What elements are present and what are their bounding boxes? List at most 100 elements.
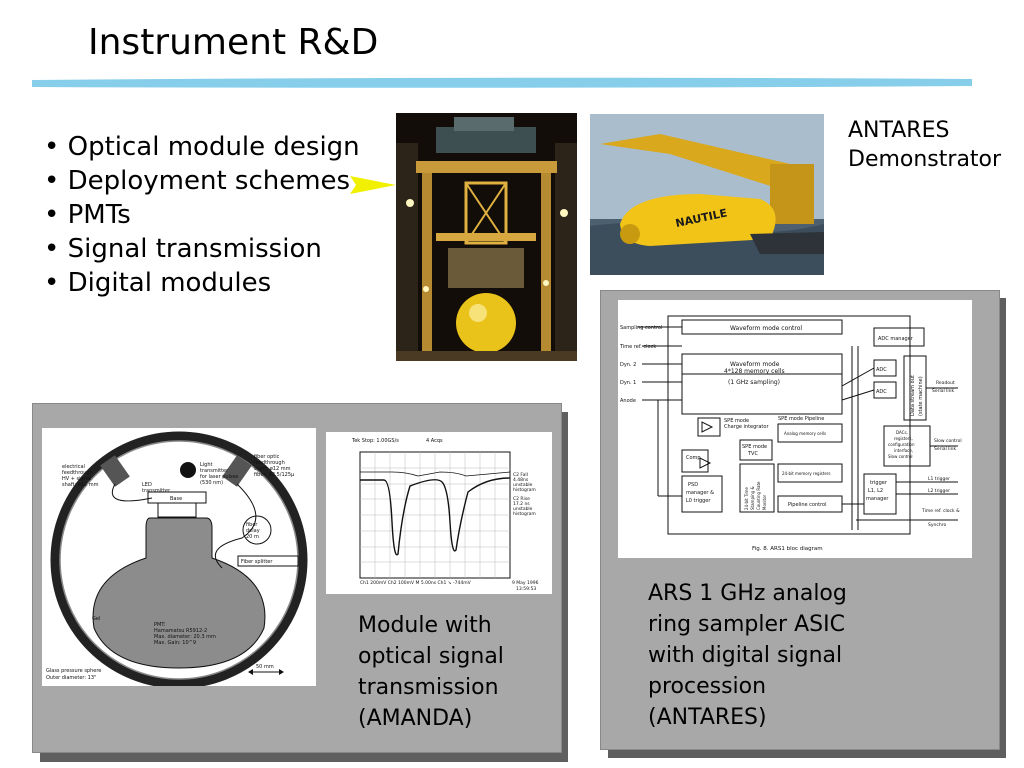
ars-block-label: TVC xyxy=(747,451,758,457)
module-label: Outer diameter: 13" xyxy=(46,675,96,681)
ars-block-label: ADC xyxy=(876,367,887,373)
module-label: fiber optic xyxy=(254,454,280,460)
ars-output-label: Readout xyxy=(936,380,955,386)
ars-block-label: Pipeline control xyxy=(788,502,827,508)
module-label: Light xyxy=(200,462,213,468)
module-label: electrical xyxy=(62,464,85,470)
ars-block-label: Waveform mode xyxy=(730,361,780,368)
deployment-photo xyxy=(396,113,577,361)
ars-block-label: registers, xyxy=(894,436,913,441)
module-label: Base xyxy=(170,496,182,502)
module-label: Max. diameter: 20.3 mm xyxy=(154,634,216,640)
ars-block-label: ADC xyxy=(876,389,887,395)
scope-label: histogram xyxy=(513,511,536,517)
scope-label: unstable xyxy=(513,506,533,512)
module-label: for laser pulses xyxy=(200,474,239,480)
caption-line: (AMANDA) xyxy=(358,706,473,731)
caption-line: optical signal xyxy=(358,644,504,669)
module-label: 50 mm xyxy=(256,664,274,670)
ars-output-label: Slow control xyxy=(934,438,962,444)
module-label: shaft: ø12 mm xyxy=(254,466,291,472)
ars-block-label: SPE mode xyxy=(742,444,767,450)
ars-block-label: trigger xyxy=(870,480,888,486)
list-item: Signal transmission xyxy=(44,232,360,266)
ars-block-label: manager & xyxy=(686,490,714,496)
page-title: Instrument R&D xyxy=(88,22,379,63)
module-label: feedthrough xyxy=(62,470,93,476)
ars-block-label: DACs, xyxy=(896,430,908,435)
module-label: Fiber splitter xyxy=(241,559,273,565)
module-label: shaft: ø12 mm xyxy=(62,482,99,488)
module-label: (530 nm) xyxy=(200,480,223,486)
scope-label: unstable xyxy=(513,482,533,488)
topic-list: Optical module design Deployment schemes… xyxy=(44,130,360,300)
demonstrator-label-line: Demonstrator xyxy=(848,147,1002,172)
ars-block-label: Monitor xyxy=(762,494,767,510)
scope-label: C2 Rise xyxy=(513,496,530,502)
ars-block-label: Counting Rate xyxy=(756,481,761,510)
ars-block-label: Analog memory cells xyxy=(784,431,826,436)
ars-block-label: L1, L2 xyxy=(868,488,883,494)
ars-block-label: Slow control xyxy=(888,454,913,459)
list-item: Deployment schemes xyxy=(44,164,360,198)
ars-input-label: Anode xyxy=(620,398,636,404)
ars-block-label: 4*128 memory cells xyxy=(724,368,785,375)
ars-block-diagram: Sampling control Time ref. clock Dyn. 2 … xyxy=(618,300,972,558)
scope-footer: Ch1 200mV Ch2 100mV M 5.00ns Ch1 ↘ -744m… xyxy=(360,580,472,586)
scope-acqs: 4 Acqs xyxy=(426,438,443,444)
module-label: HV + signal xyxy=(62,476,91,482)
module-label: fiber xyxy=(246,522,258,528)
ars-block-label: manager xyxy=(866,496,889,502)
module-label: Gel xyxy=(92,616,100,622)
ars-block-label: Waveform mode control xyxy=(730,325,802,332)
scope-time: 13:59:53 xyxy=(516,586,536,592)
module-label: transmitter xyxy=(142,488,171,494)
oscilloscope-trace: Tek Stop: 1.00GS/s 4 Acqs C2 Fall 4.48ns… xyxy=(326,432,552,594)
scope-label: C2 Fall xyxy=(513,472,528,478)
pointer-arrow-icon xyxy=(350,176,396,194)
module-label: transmitter xyxy=(200,468,229,474)
ars-block-label: interface, xyxy=(894,448,913,453)
module-label: PMT: xyxy=(154,622,166,628)
ars-input-label: Time ref. clock xyxy=(619,344,656,350)
list-item: Optical module design xyxy=(44,130,360,164)
ars-input-label: Dyn. 1 xyxy=(620,380,636,386)
caption-line: ring sampler ASIC xyxy=(648,612,845,637)
caption-line: (ANTARES) xyxy=(648,705,767,730)
ars-block-label: Charge integrator xyxy=(724,424,769,430)
ars-block-label: Data stream out xyxy=(910,375,916,416)
caption-line: procession xyxy=(648,674,767,699)
ars-block-label: (state machine) xyxy=(918,376,924,416)
amanda-caption: Module with optical signal transmission … xyxy=(358,610,504,734)
ars-block-label: L0 trigger xyxy=(686,498,711,504)
scope-label: 4.48ns xyxy=(513,477,529,483)
caption-line: ARS 1 GHz analog xyxy=(648,581,847,606)
ars-block-label: SPE mode xyxy=(724,418,749,424)
scope-header: Tek Stop: 1.00GS/s xyxy=(351,438,399,444)
scope-label: 17.2 ns xyxy=(513,501,530,507)
ars-figure-caption: Fig. 8. ARS1 bloc diagram xyxy=(752,546,823,552)
module-label: Glass pressure sphere xyxy=(46,668,101,674)
ars-output-label: Synchro xyxy=(928,522,946,528)
module-label: feedthrough xyxy=(254,460,285,466)
optical-module-diagram: electrical feedthrough HV + signal shaft… xyxy=(42,428,316,686)
module-label: Max. Gain: 10^9 xyxy=(154,640,196,646)
ars-output-label: Time ref. clock & xyxy=(921,508,960,514)
ars-block-label: ADC manager xyxy=(878,336,914,342)
scope-label: histogram xyxy=(513,487,536,493)
ars-output-label: L2 trigger xyxy=(928,488,950,494)
ars-block-label: (1 GHz sampling) xyxy=(728,379,780,386)
caption-line: transmission xyxy=(358,675,499,700)
title-underline xyxy=(32,77,972,88)
module-label: LED xyxy=(142,482,152,488)
ars-input-label: Sampling control xyxy=(620,325,662,331)
demonstrator-label: ANTARES Demonstrator xyxy=(848,116,1001,174)
ars-block-label: 24-bit Time xyxy=(744,487,749,510)
ars-block-label: SPE mode Pipeline xyxy=(778,416,824,422)
caption-line: Module with xyxy=(358,613,492,638)
list-item: Digital modules xyxy=(44,266,360,300)
ars-block-label: 24-bit memory registers xyxy=(782,471,831,476)
module-label: 20 m xyxy=(246,534,259,540)
ars-output-label: Serial link xyxy=(932,388,955,394)
caption-line: with digital signal xyxy=(648,643,843,668)
